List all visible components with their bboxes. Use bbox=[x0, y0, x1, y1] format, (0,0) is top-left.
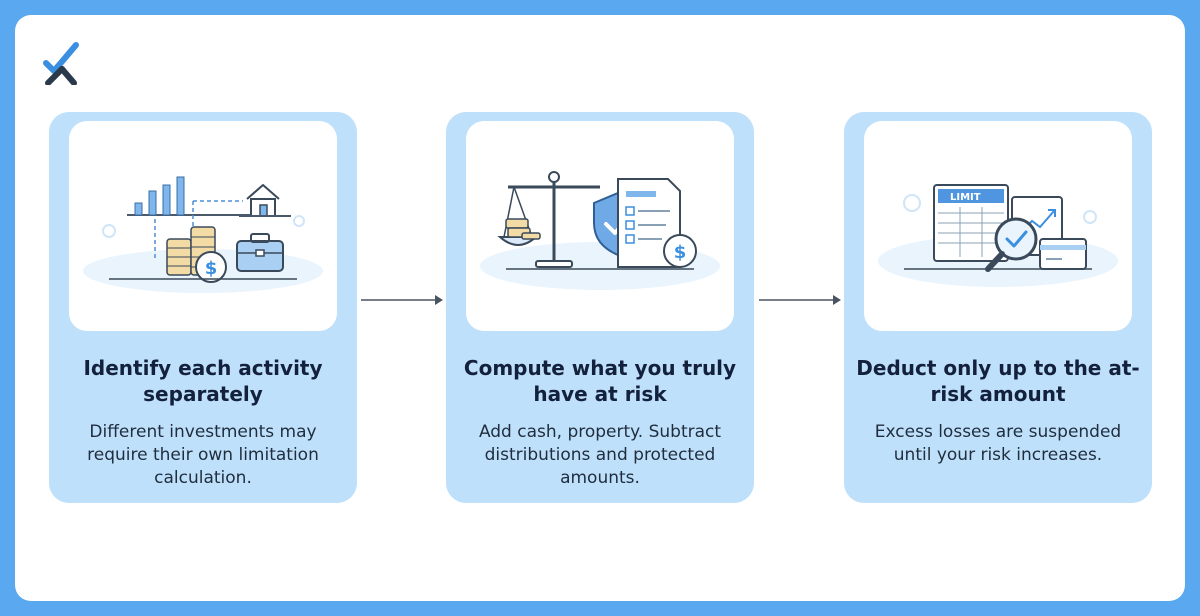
credit-card-icon bbox=[1039, 238, 1087, 270]
brand-logo-icon bbox=[43, 42, 79, 85]
magnifier-check-icon bbox=[985, 217, 1038, 272]
step-2-illustration: $ bbox=[466, 121, 734, 331]
step-1-description: Different investments may require their … bbox=[87, 422, 319, 488]
step-1-illustration: $ bbox=[69, 121, 337, 331]
svg-text:$: $ bbox=[674, 242, 687, 263]
step-3-title: Deduct only up to the at-risk amount bbox=[856, 356, 1140, 406]
dollar-coin-icon: $ bbox=[663, 234, 697, 268]
balance-scale-icon bbox=[497, 171, 600, 268]
step-card-3: LIMIT bbox=[844, 112, 1152, 503]
step-card-2: $ Compute what you truly have at risk Ad… bbox=[446, 112, 754, 503]
step-2-title: Compute what you truly have at risk bbox=[463, 356, 737, 406]
limit-spreadsheet-icon: LIMIT bbox=[933, 184, 1009, 262]
svg-text:LIMIT: LIMIT bbox=[950, 192, 981, 203]
step-3-description: Excess losses are suspended until your r… bbox=[874, 422, 1122, 465]
svg-text:$: $ bbox=[205, 258, 218, 279]
arrow-right-icon bbox=[361, 295, 443, 305]
briefcase-icon bbox=[236, 233, 284, 272]
house-icon bbox=[239, 184, 291, 217]
arrow-right-icon bbox=[759, 295, 841, 305]
step-3-illustration: LIMIT bbox=[864, 121, 1132, 331]
step-card-1: $ Identify each activity separately Diff… bbox=[49, 112, 357, 503]
dollar-coin-icon: $ bbox=[195, 251, 227, 283]
diagram-canvas: $ Identify each activity separately Diff… bbox=[15, 15, 1185, 601]
step-2-description: Add cash, property. Subtract distributio… bbox=[478, 422, 722, 488]
step-1-title: Identify each activity separately bbox=[83, 356, 323, 406]
